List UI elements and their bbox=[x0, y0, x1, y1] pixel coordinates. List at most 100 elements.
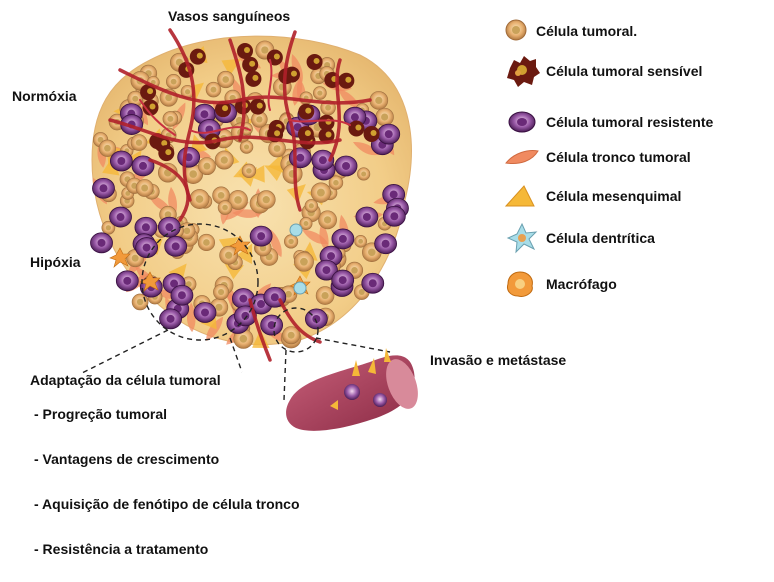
resistant-cell bbox=[91, 233, 113, 253]
tumor-cell bbox=[242, 164, 256, 178]
tumor-cell bbox=[131, 135, 147, 151]
legend-label: Célula tumoral sensível bbox=[546, 63, 702, 79]
tumor-cell bbox=[313, 87, 326, 100]
list-item: - Vantagens de crescimento bbox=[34, 447, 300, 492]
legend-label: Célula dentrítica bbox=[546, 230, 655, 246]
mesenchymal-cell-icon bbox=[506, 186, 534, 206]
sensitive-cell bbox=[364, 126, 380, 142]
resistant-cell bbox=[116, 271, 138, 291]
resistant-cell bbox=[171, 285, 193, 305]
resistant-cell bbox=[305, 309, 327, 329]
resistant-cell bbox=[160, 309, 182, 329]
legend-label: Célula tumoral. bbox=[536, 23, 637, 39]
tumor-cell bbox=[355, 235, 367, 247]
sensitive-cell bbox=[348, 120, 364, 136]
resistant-cell bbox=[356, 207, 378, 227]
resistant-cell bbox=[136, 238, 158, 258]
tumor-cell bbox=[215, 151, 233, 169]
adaptation-pointer-line bbox=[80, 330, 168, 374]
tumor-cell bbox=[294, 252, 313, 271]
resistant-cell bbox=[165, 236, 187, 256]
legend-label: Célula mesenquimal bbox=[546, 188, 681, 204]
legend-item: Célula tronco tumoral bbox=[546, 142, 691, 172]
resistant-cell bbox=[362, 273, 384, 293]
tumor-cell bbox=[198, 158, 215, 175]
tumor-cell bbox=[217, 71, 234, 88]
tumor-cell bbox=[213, 284, 228, 299]
legend-item: Célula tumoral. bbox=[536, 16, 637, 46]
tumor-cell bbox=[376, 108, 394, 126]
tumor-cell bbox=[311, 183, 331, 203]
invasion-pointer-line bbox=[284, 350, 286, 400]
resistant-cell bbox=[332, 270, 354, 290]
invasion-label: Invasão e metástase bbox=[430, 352, 566, 368]
hypoxia-label: Hipóxia bbox=[30, 254, 81, 270]
resistant-cell bbox=[110, 207, 132, 227]
sensitive-cell bbox=[250, 99, 266, 115]
tumor-cell bbox=[257, 191, 275, 209]
tumor-cell bbox=[132, 294, 148, 310]
legend-item: Célula tumoral sensível bbox=[546, 56, 702, 86]
dendritic-cell-icon bbox=[508, 224, 536, 252]
sensitive-cell bbox=[267, 49, 283, 65]
list-item: - Aquisição de fenótipo de célula tronco bbox=[34, 492, 300, 537]
sensitive-cell bbox=[245, 71, 261, 87]
tumor-cell bbox=[318, 211, 336, 229]
normoxia-label: Normóxia bbox=[12, 88, 77, 104]
sensitive-tumor-cell-icon bbox=[507, 56, 540, 87]
tumor-cell bbox=[198, 234, 215, 251]
legend-item: Macrófago bbox=[546, 269, 617, 299]
resistant-cell bbox=[92, 178, 114, 198]
adaptation-consequences-list: - Progreção tumoral - Vantagens de cresc… bbox=[34, 402, 300, 582]
tumor-cell bbox=[370, 91, 388, 109]
tumor-cell bbox=[166, 74, 181, 89]
legend-label: Macrófago bbox=[546, 276, 617, 292]
resistant-cell bbox=[178, 147, 200, 167]
dendritic-cell bbox=[294, 282, 306, 294]
legend-label: Célula tronco tumoral bbox=[546, 149, 691, 165]
tumor-cell bbox=[190, 189, 209, 208]
resistant-cell bbox=[335, 156, 357, 176]
resistant-cell bbox=[110, 151, 132, 171]
resistant-cell bbox=[378, 124, 400, 144]
resistant-cell bbox=[250, 226, 272, 246]
tumor-cell bbox=[218, 201, 232, 215]
legend-item: Célula tumoral resistente bbox=[546, 107, 713, 137]
resistant-cell bbox=[375, 234, 397, 254]
sensitive-cell bbox=[298, 104, 314, 120]
tumor-cell bbox=[284, 235, 298, 249]
sensitive-cell bbox=[158, 145, 174, 161]
resistant-cell bbox=[194, 302, 216, 322]
sensitive-cell bbox=[237, 43, 253, 59]
legend-item: Célula mesenquimal bbox=[546, 181, 681, 211]
blood-vessels-label: Vasos sanguíneos bbox=[168, 8, 290, 24]
tumor-stem-cell-icon bbox=[506, 151, 538, 164]
tumor-cell bbox=[163, 111, 178, 126]
sensitive-cell bbox=[298, 126, 314, 142]
dendritic-cell bbox=[290, 224, 302, 236]
resistant-cell bbox=[289, 148, 311, 168]
resistant-cell bbox=[261, 315, 283, 335]
tumor-cell-icon bbox=[506, 20, 526, 40]
list-item: - Resistência a tratamento bbox=[34, 537, 300, 582]
resistant-cell bbox=[332, 229, 354, 249]
tumor-cell bbox=[357, 168, 370, 181]
legend-label: Célula tumoral resistente bbox=[546, 114, 713, 130]
macrophage-icon bbox=[507, 272, 532, 296]
sensitive-cell bbox=[190, 49, 206, 65]
legend-icons bbox=[506, 20, 540, 296]
list-item: - Progreção tumoral bbox=[34, 402, 300, 447]
resistant-cell bbox=[158, 217, 180, 237]
resistant-tumor-cell-icon bbox=[509, 112, 535, 132]
sensitive-cell bbox=[338, 73, 354, 89]
adaptation-label: Adaptação da célula tumoral bbox=[30, 372, 221, 388]
invaded-vessel bbox=[286, 348, 424, 431]
legend-item: Célula dentrítica bbox=[546, 223, 655, 253]
sensitive-cell bbox=[242, 57, 258, 73]
sensitive-cell bbox=[307, 54, 323, 70]
resistant-cell bbox=[383, 206, 405, 226]
tumor-cell bbox=[220, 246, 238, 264]
tumor-cell bbox=[136, 179, 153, 196]
invasion-pointer-line-2 bbox=[316, 338, 390, 352]
tumor-cell bbox=[305, 199, 318, 212]
